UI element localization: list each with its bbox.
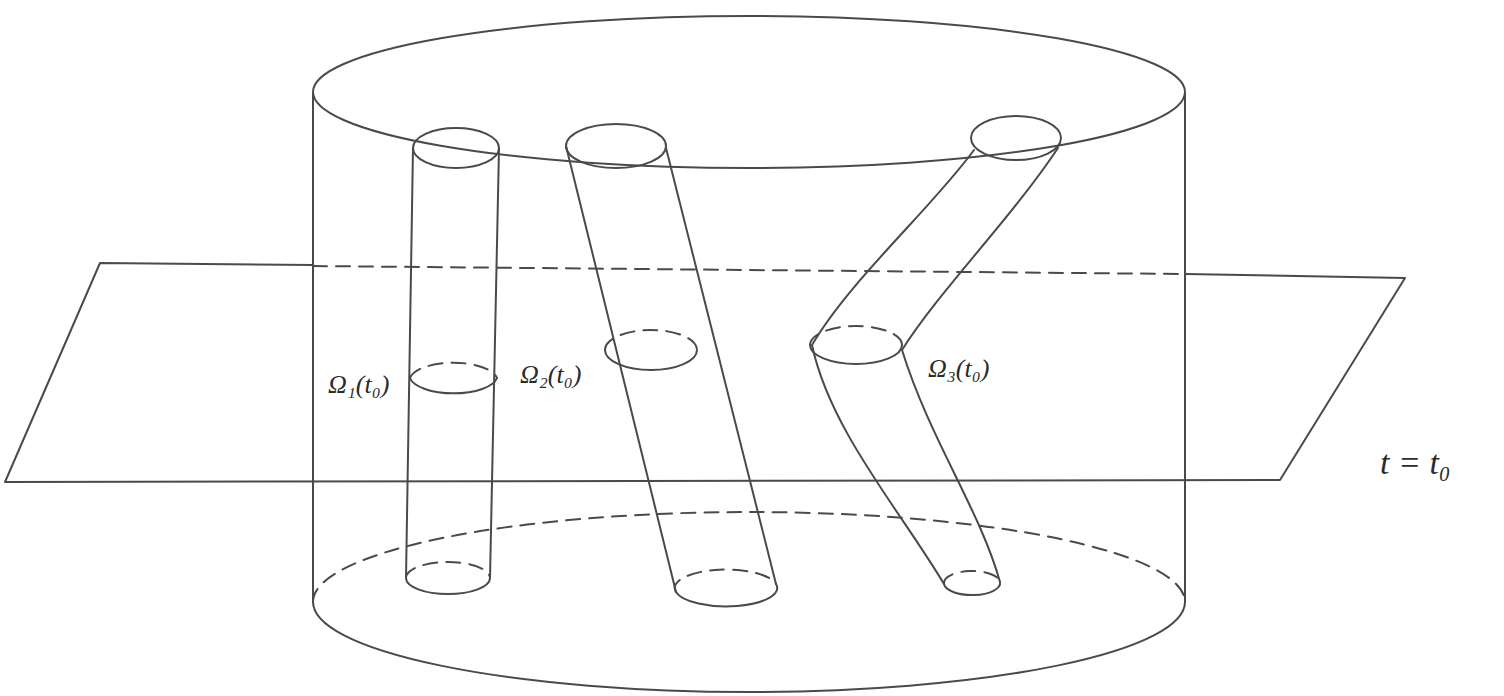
plane-hidden-edge [313, 266, 1185, 274]
tube-side [902, 148, 1058, 582]
tube-bottom-back [406, 562, 490, 578]
tube-top [566, 124, 666, 168]
section-front [605, 350, 697, 370]
tube-side [406, 148, 413, 578]
tube-bottom-front [406, 578, 490, 594]
cylinder-bottom-front [313, 602, 1185, 692]
tube-side [490, 148, 499, 578]
tube-side [666, 148, 776, 584]
region-label: Ω₁(t₀) [328, 372, 389, 398]
cylinder-bottom-back [313, 512, 1185, 602]
plane-label: t = t₀ [1380, 446, 1451, 480]
tube-bottom-back [675, 570, 776, 592]
region-label: Ω₂(t₀) [520, 362, 581, 388]
tube-bottom-front [676, 584, 777, 606]
cylinder-side [312, 94, 314, 602]
cylinder-side [1184, 94, 1186, 602]
tube-top [971, 116, 1061, 160]
tube-bottom-back [944, 571, 1000, 584]
section-front [810, 345, 902, 364]
plane-edge [5, 263, 1405, 482]
tube-bottom-front [944, 582, 1000, 595]
region-label: Ω₃(t₀) [928, 356, 989, 382]
section-back [810, 326, 902, 345]
section-back [410, 363, 497, 378]
cylinder-top [313, 16, 1185, 168]
tube-top [413, 128, 499, 168]
section-front [410, 378, 497, 393]
section-back [605, 330, 697, 350]
